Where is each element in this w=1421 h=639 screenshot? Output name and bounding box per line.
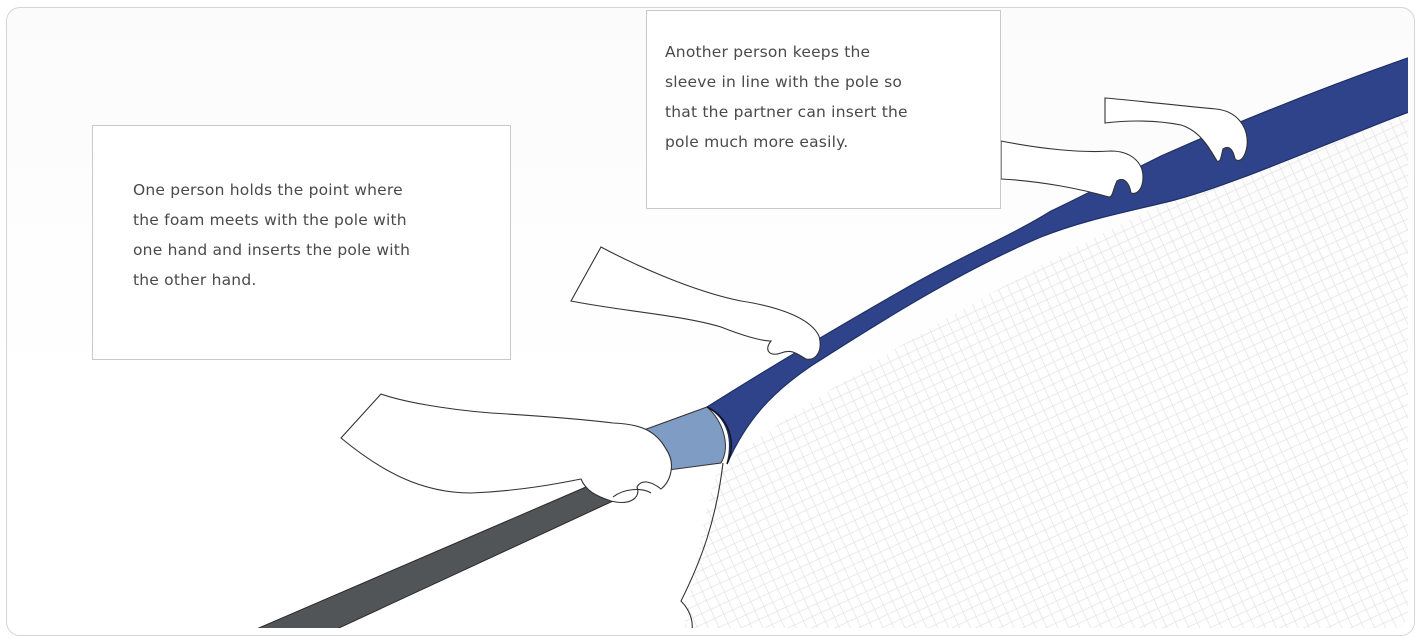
instruction-text-right: Another person keeps the sleeve in line … xyxy=(665,37,982,157)
instruction-text-left: One person holds the point where the foa… xyxy=(133,175,470,295)
instruction-callout-right: Another person keeps the sleeve in line … xyxy=(646,10,1001,209)
instruction-callout-left: One person holds the point where the foa… xyxy=(92,125,511,360)
hand-holding-foam-icon xyxy=(571,247,820,359)
hand-gripping-pole-icon xyxy=(341,394,671,502)
pole xyxy=(231,484,613,636)
illustration-frame: One person holds the point where the foa… xyxy=(6,7,1415,636)
